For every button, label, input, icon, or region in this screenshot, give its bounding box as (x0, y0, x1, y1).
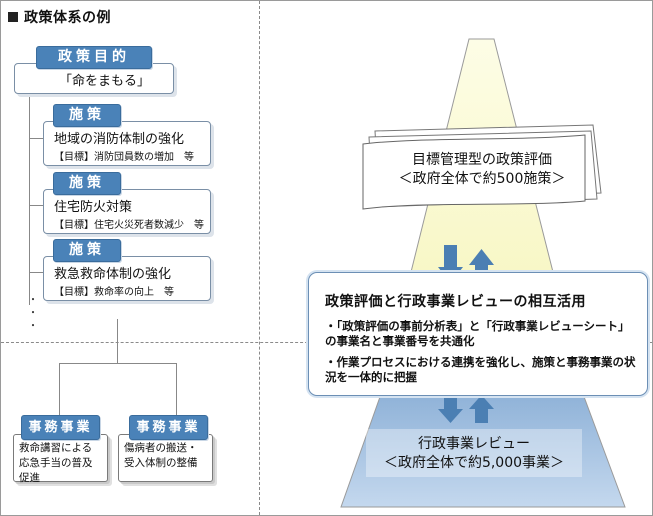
measure-target: 【目標】消防団員数の増加 等 (54, 152, 194, 163)
square-bullet-icon (8, 12, 18, 22)
tree-branch-line (29, 205, 43, 206)
mutual-use-box: 政策評価と行政事業レビューの相互活用 ・「政策評価の事前分析表」と「行政事業レビ… (308, 272, 648, 396)
measure-header: 施策 (53, 239, 121, 262)
project-box: 傷病者の搬送・受入体制の整備 (118, 434, 213, 482)
measure-box: 住宅防火対策 【目標】住宅火災死者数減少 等 (43, 189, 211, 234)
measure-box: 救急救命体制の強化 【目標】救命率の向上 等 (43, 256, 211, 301)
measure-header: 施策 (53, 104, 121, 127)
arrow-down-icon (438, 393, 463, 423)
measure-header: 施策 (53, 172, 121, 195)
tree-trunk-line (29, 93, 30, 305)
ellipsis-dot: ・ (28, 308, 38, 319)
measure-name: 地域の消防体制の強化 (54, 132, 185, 147)
connector-line (59, 363, 176, 364)
tree-branch-line (29, 138, 43, 139)
tree-branch-line (29, 272, 43, 273)
measure-name: 救急救命体制の強化 (54, 267, 172, 282)
measure-target: 【目標】救命率の向上 等 (54, 287, 174, 298)
evaluation-line2: ＜政府全体で約500施策＞ (398, 171, 566, 187)
ellipsis-dot: ・ (28, 295, 38, 306)
arrow-up-icon (469, 395, 494, 423)
evaluation-label: 目標管理型の政策評価 ＜政府全体で約500施策＞ (373, 151, 591, 189)
project-text: 傷病者の搬送・受入体制の整備 (124, 442, 198, 469)
measure-name: 住宅防火対策 (54, 200, 133, 215)
measure-target: 【目標】住宅火災死者数減少 等 (54, 220, 204, 231)
vertical-divider (259, 1, 260, 515)
project-header: 事務事業 (21, 415, 100, 440)
connector-line (117, 319, 118, 363)
review-line2: ＜政府全体で約5,000事業＞ (383, 455, 565, 471)
diagram-title: 政策体系の例 (8, 7, 111, 27)
project-box: 救命講習による応急手当の普及促進 (13, 434, 108, 484)
review-label-backdrop (366, 429, 582, 477)
evaluation-line1: 目標管理型の政策評価 (412, 152, 552, 168)
measure-box: 地域の消防体制の強化 【目標】消防団員数の増加 等 (43, 121, 211, 166)
evaluation-stack (362, 124, 602, 210)
policy-purpose-text: 「命をまもる」 (59, 74, 151, 89)
ellipsis-dot: ・ (28, 321, 38, 332)
project-header: 事務事業 (129, 415, 208, 440)
connector-line (176, 363, 177, 415)
mutual-use-bullet: ・「政策評価の事前分析表」と「行政事業レビューシート」の事業名と事業番号を共通化 (325, 319, 630, 348)
connector-line (59, 363, 60, 415)
policy-purpose-header: 政策目的 (36, 46, 152, 69)
project-text: 救命講習による応急手当の普及促進 (19, 442, 93, 484)
review-label: 行政事業レビュー ＜政府全体で約5,000事業＞ (369, 435, 579, 473)
mutual-use-title: 政策評価と行政事業レビューの相互活用 (325, 294, 586, 310)
mutual-use-bullet: ・作業プロセスにおける連携を強化し、施策と事務事業の状況を一体的に把握 (325, 355, 636, 384)
review-line1: 行政事業レビュー (418, 436, 530, 452)
